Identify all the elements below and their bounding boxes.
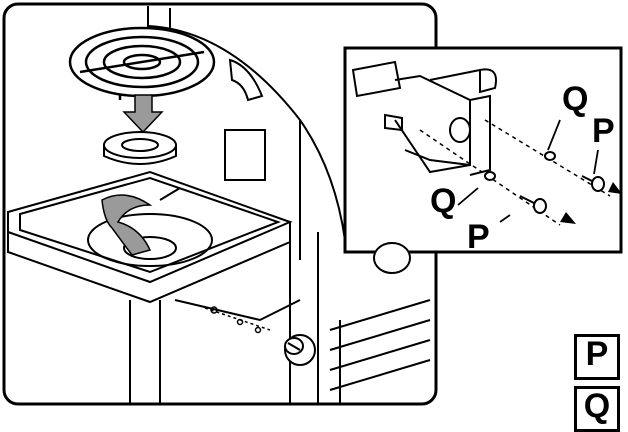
assembly-diagram: Q P Q P — [2, 2, 623, 406]
grill-grate-icon — [68, 26, 216, 100]
callout-inset: Q P Q P — [343, 46, 623, 256]
callout-label-p-lower: P — [467, 218, 490, 256]
main-illustration — [2, 2, 438, 406]
control-knob-icon — [284, 334, 316, 366]
parts-key-p: P — [574, 334, 620, 380]
callout-label-p-upper: P — [592, 112, 615, 150]
knob-edge — [373, 242, 411, 274]
callout-label-q-lower: Q — [430, 182, 456, 220]
parts-key-q: Q — [574, 386, 620, 432]
washer-icon — [484, 151, 556, 181]
curved-arrow-icon — [101, 194, 153, 256]
screw-icon — [519, 175, 605, 214]
arrow-down-icon — [122, 94, 164, 134]
lower-screws — [204, 306, 271, 334]
burner-cap-icon — [103, 131, 177, 165]
callout-label-q-upper: Q — [562, 80, 588, 118]
